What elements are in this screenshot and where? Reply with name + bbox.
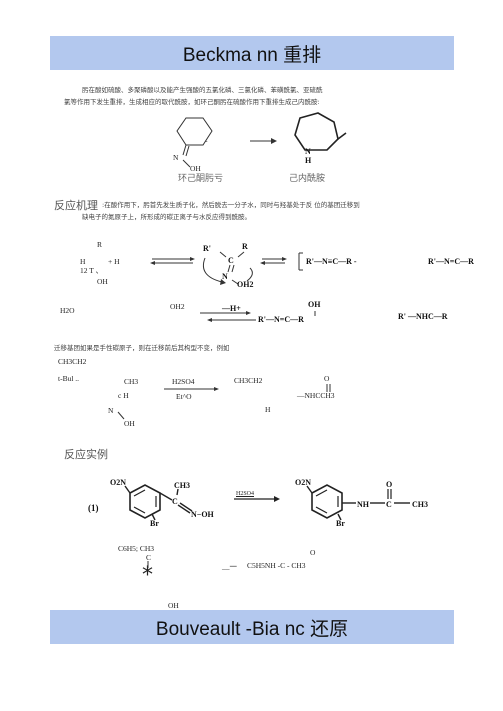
intro-line-2: 氯等作用下发生重排，生成相应的取代酰胺，如环己酮肟在硫酸作用下重排生成己内酰胺: (64, 98, 320, 106)
ex-reagent: H2SO4 (236, 491, 255, 497)
ex2-o: O (310, 548, 316, 557)
mech-enol: R'—N=C—R (258, 315, 304, 324)
chiral-reagent-top: H2SO4 (172, 377, 195, 386)
chiral-h-small: H (265, 405, 271, 414)
lactam-n: N (305, 147, 311, 156)
ex2-oh-bottom: OH (168, 601, 179, 610)
ex-br-left: Br (150, 519, 159, 528)
mech-n: N (222, 272, 228, 281)
mech-plus-h: + H (108, 257, 120, 266)
ex-ch3-left: CH3 (174, 481, 190, 490)
chiral-prod-right: —NHCCH3 (297, 391, 335, 400)
title-banner: Beckma nn 重排 (50, 36, 454, 70)
oxime-oh: OH (190, 164, 201, 173)
mech-oh-top: OH (308, 300, 321, 309)
mechanism-text-1: :在酸作用下，肟首先发生质子化，然后脱去一分子水，同时与羟基处于反 位的基团迁移… (102, 201, 360, 209)
mech-oh2-top: OH2 (170, 302, 185, 311)
ex-c-right: C (386, 500, 392, 509)
chiral-tbu: t-Bul .. (58, 374, 80, 383)
bottom-banner-text: Bouveault -Bia nc 还原 (155, 618, 349, 640)
chiral-reagent-bottom: Et^O (176, 392, 192, 401)
chirality-text: 迁移基团如果是手性碳原子，则在迁移前后其构型不变，例如 (54, 344, 230, 352)
mech-r-top: R (97, 240, 103, 249)
ex2-arrow: __一 (222, 562, 237, 571)
chiral-ch3: CH3 (124, 377, 139, 386)
mechanism-text-2: 缺电子的氮原子上，所形成的碳正离子与水反应得到酰胺。 (82, 213, 251, 221)
ex-no2-left: O2N (110, 478, 126, 487)
ex2-line1: C6H5; CH3 (118, 544, 155, 553)
ex2-star: * (142, 563, 153, 588)
mech-product-1: R'—N=C—R (428, 257, 474, 266)
ex2-product: C5H5NH -C - CH3 (247, 561, 306, 570)
ex-br-right: Br (336, 519, 345, 528)
mech-r-right: R (242, 242, 248, 251)
chiral-ch: c H (118, 391, 129, 400)
example-label: (1) (88, 503, 99, 513)
mech-nitrilium: R'—N≡C—R - (306, 257, 357, 266)
mech-h-left: H (80, 257, 86, 266)
chiral-carbonyl-o: O (324, 374, 330, 383)
ex2-c: C (146, 553, 152, 562)
mech-number: 12 T 、 (80, 266, 104, 275)
ex-o-right: O (386, 480, 393, 489)
lactam-caption: 己内酰胺 (289, 174, 326, 184)
ex-nh: NH (357, 500, 369, 509)
mech-oh2: OH2 (237, 280, 254, 289)
chiral-n: N (108, 406, 114, 415)
title-text: Beckma nn 重排 (182, 44, 322, 66)
chiral-ch3ch2: CH3CH2 (58, 357, 87, 366)
ex-ch3-right: CH3 (412, 500, 428, 509)
mech-oh-bottom: OH (97, 277, 108, 286)
scheme1-dash: - (205, 136, 208, 145)
intro-line-1: 肟在酸如硫酸、多聚磷酸以及能产生强酸的五氯化磷、三氯化磷、苯磺酰氯、亚硫酰 (82, 86, 323, 94)
oxime-caption: 环己酮肟亏 (178, 174, 224, 184)
mech-h2o: H2O (60, 306, 75, 315)
ex-n-oh: N−OH (191, 510, 214, 519)
bottom-banner: Bouveault -Bia nc 还原 (50, 610, 454, 644)
mech-c: C (228, 256, 234, 265)
lactam-h: H (305, 156, 312, 165)
mechanism-heading: 反应机理 (54, 199, 98, 212)
mech-minus-h: —H+ (222, 304, 241, 313)
chiral-oh: OH (124, 419, 135, 428)
mech-r-prime: R' (203, 244, 211, 253)
ex-no2-right: O2N (295, 478, 311, 487)
mech-amide: R' —NHC—R (398, 312, 448, 321)
chiral-prod-top: CH3CH2 (234, 376, 263, 385)
example-heading: 反应实例 (64, 448, 108, 461)
ex-c-left: C (172, 497, 178, 506)
oxime-n: N (173, 153, 179, 162)
